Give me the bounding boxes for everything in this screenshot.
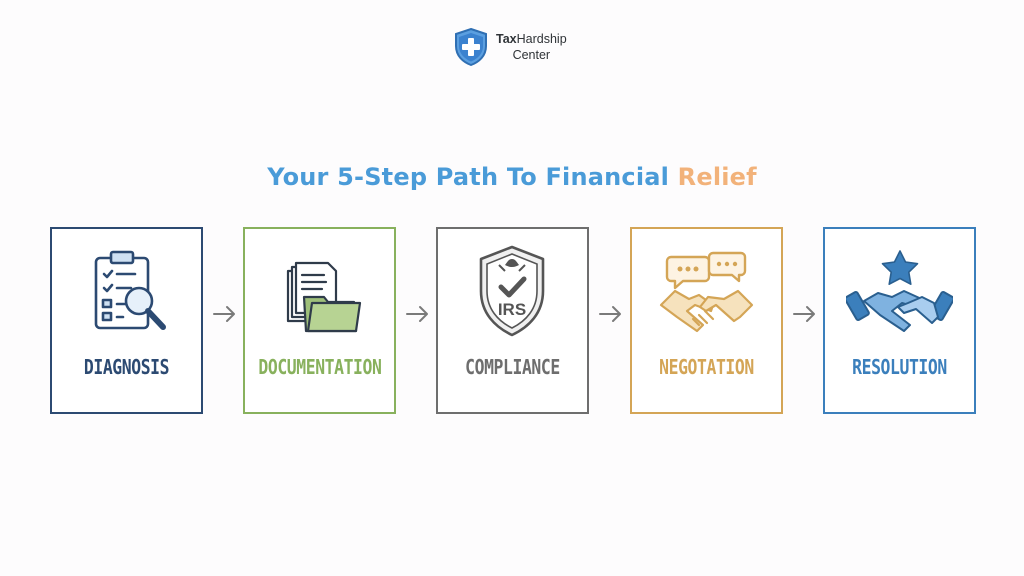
page-title: Your 5-Step Path To Financial Relief xyxy=(0,160,1024,194)
step-card-resolution: RESOLUTION xyxy=(823,227,976,414)
brand-logo: TaxHardship Center xyxy=(454,28,567,66)
brand-name-rest: Hardship xyxy=(516,32,567,46)
clipboard-magnifier-icon xyxy=(94,250,166,330)
arrow-right-icon xyxy=(793,306,815,322)
medical-cross-shield-icon xyxy=(455,28,487,66)
step-card-negotiation: NEGOTATION xyxy=(630,227,783,414)
brand-name-bold: Tax xyxy=(496,32,517,46)
brand-name: TaxHardship Center xyxy=(496,31,567,63)
title-accent: Relief xyxy=(677,163,757,191)
step-label: COMPLIANCE xyxy=(465,355,560,379)
step-label: DOCUMENTATION xyxy=(258,355,382,379)
step-card-diagnosis: DIAGNOSIS xyxy=(50,227,203,414)
step-label: DIAGNOSIS xyxy=(83,355,170,379)
handshake-speech-bubbles-icon xyxy=(659,251,754,333)
step-label: RESOLUTION xyxy=(852,355,947,379)
folder-documents-icon xyxy=(286,261,362,333)
title-main: Your 5-Step Path To Financial xyxy=(267,163,678,191)
irs-shield-icon: IRS xyxy=(479,245,545,337)
step-card-compliance: IRS COMPLIANCE xyxy=(436,227,589,414)
arrow-right-icon xyxy=(599,306,621,322)
step-card-documentation: DOCUMENTATION xyxy=(243,227,396,414)
handshake-star-icon xyxy=(846,250,953,332)
arrow-right-icon xyxy=(406,306,428,322)
svg-text:IRS: IRS xyxy=(498,300,526,319)
brand-name-line2: Center xyxy=(512,48,551,62)
step-label: NEGOTATION xyxy=(659,355,754,379)
arrow-right-icon xyxy=(213,306,235,322)
